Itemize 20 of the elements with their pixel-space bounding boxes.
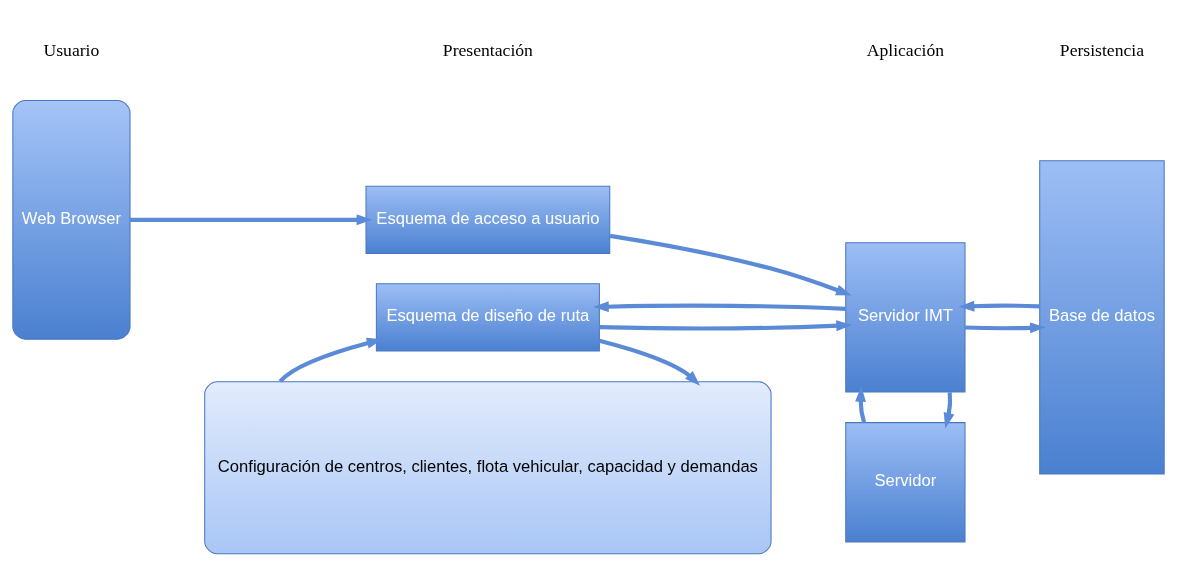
node-box: Base de datos [1039,159,1165,474]
node-box: Esquema de acceso a usuario [365,185,611,254]
node-box: Esquema de diseño de ruta [375,282,600,352]
arrow [958,300,1040,312]
arrow [598,338,701,386]
label: Usuario [43,39,100,60]
arrow [130,213,373,225]
arrow [855,385,867,423]
arrow [964,321,1046,333]
arrow [593,300,846,312]
label: Persistencia [1059,39,1145,60]
node-box: Servidor IMT [845,241,966,393]
node-box: Configuración de centros, clientes, flota vehicular, capacidad y demandas [204,380,772,554]
arrow [599,319,852,331]
node-box: Web Browser [12,99,131,340]
arrow [609,233,852,296]
label: Presentación [442,39,533,60]
label: Aplicación [866,39,945,60]
node-box: Servidor [845,421,966,542]
arrow [943,391,955,428]
